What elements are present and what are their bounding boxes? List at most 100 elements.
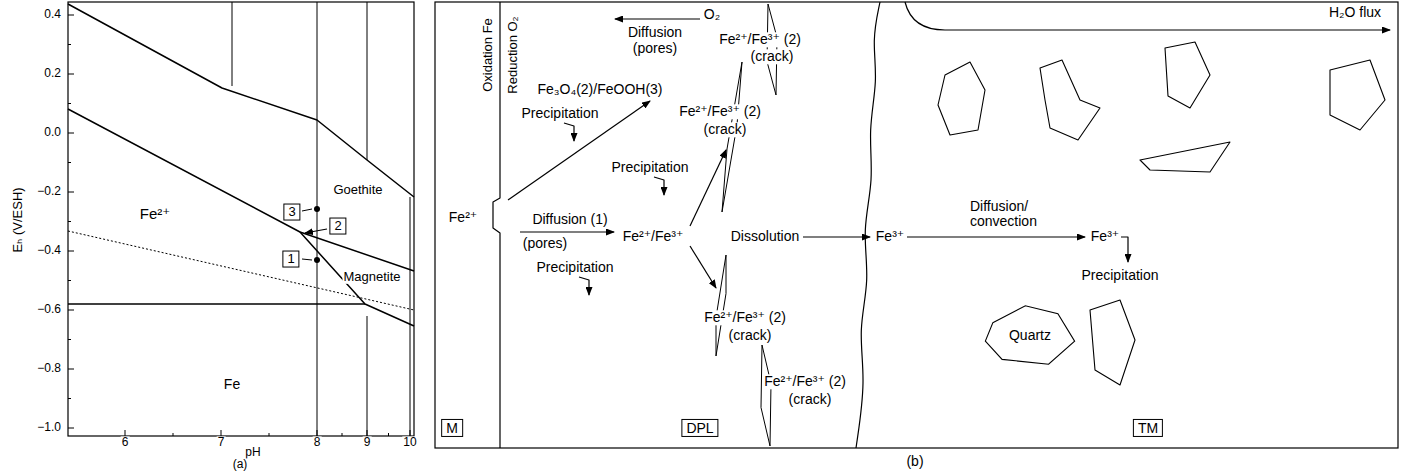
axis-tick-mark [342,433,343,436]
pointer-arrow [305,229,327,233]
species-label: Fe³⁺ [1090,229,1120,244]
species-label: Fe³⁺ [875,229,905,244]
flux-label: H₂O flux [1328,5,1382,20]
diffusion-arrow [615,18,700,19]
boundary-line [68,4,414,197]
process-label: Diffusion (1) [531,212,608,227]
boundary-line [232,2,233,86]
process-label: Precipitation [520,106,599,121]
layer-boundary [856,2,880,448]
species-label: O₂ [703,7,721,22]
axis-tick-mark [68,74,74,75]
crack-label: (crack) [750,49,795,64]
region-label: Goethite [332,183,383,197]
axis-tick-mark [221,430,222,436]
node-text: M [446,420,458,436]
zone-box: DPL [681,419,718,437]
panel-label: (a) [232,458,249,471]
boundary-line [68,303,365,305]
axis-tick-mark [68,339,71,340]
species-label: Fe²⁺/Fe³⁺ (2) [703,310,787,325]
axis-tick-mark [68,192,74,193]
process-arrow [690,246,716,288]
axis-tick-mark [68,133,74,134]
process-label: Precipitation [1080,268,1159,283]
state-point [314,206,320,212]
process-label: (pores) [522,236,568,251]
precipitation-arrow [1121,237,1128,262]
quartz-grain-node: Quartz [984,305,1077,366]
process-label: (pores) [632,41,678,56]
axis-tick-mark [388,433,389,436]
axis-tick-mark [68,162,71,163]
panel-frame [435,2,1398,448]
axis-tick-mark [68,15,74,16]
boundary-line [410,197,411,436]
species-label: Fe²⁺ [448,210,478,225]
crack-label: (crack) [788,392,833,407]
axis-tick-mark [68,251,74,252]
water-flux-arrow [905,2,1390,30]
precipitation-arrow [564,123,574,141]
process-arrow [690,150,726,226]
node-text: Quartz [1009,327,1051,343]
callout-box: 1 [282,251,299,268]
axis-tick-mark [68,44,71,45]
zone-box: M [441,419,463,437]
axis-tick-label: 9 [363,436,372,449]
process-label: Diffusion/ convection [969,199,1051,230]
callout-box: 2 [329,218,346,235]
transport-arrow [907,236,1085,237]
axis-tick-label: 0.0 [43,126,62,139]
panel-label: (b) [905,454,924,469]
node-text: 2 [334,219,341,234]
state-point [314,257,320,263]
node-text: 3 [288,205,295,220]
crack-label: (crack) [728,328,773,343]
process-label: Precipitation [535,260,614,275]
species-label: Fe²⁺/Fe³⁺ (2) [718,32,802,47]
region-label: Magnetite [342,270,401,284]
axis-tick-label: 0.2 [43,67,62,80]
crack-outline [716,255,726,356]
axis-tick-label: 7 [217,436,226,449]
quartz-grain [1040,60,1100,140]
species-label: Fe²⁺/Fe³⁺ [622,229,685,244]
process-label: Reduction O₂ [506,15,520,94]
axis-tick-mark [68,310,74,311]
axis-tick-label: 8 [313,436,322,449]
crack-outline [761,345,771,446]
axis-tick-label: −0.2 [36,185,62,198]
process-label: Oxidation Fe [481,17,495,93]
axis-tick-label: −0.8 [36,362,62,375]
quartz-grain [1090,300,1135,385]
water-line [68,231,414,310]
axis-tick-mark [125,430,126,436]
process-label: Precipitation [610,160,689,175]
dissolution-arrow [803,236,870,237]
axis-tick-mark [269,433,270,436]
quartz-outline [985,306,1074,365]
region-label: Fe²⁺ [139,206,171,223]
precipitation-arrow [654,177,664,195]
quartz-grain [938,62,985,135]
axis-tick-label: −0.4 [36,244,62,257]
node-text: TM [1138,420,1158,436]
leader-line [302,259,312,260]
process-label: Diffusion [627,25,683,40]
callout-box: 3 [283,204,300,221]
axis-tick-label: 10 [402,436,417,449]
axis-tick-label: 0.4 [43,8,62,21]
boundary-line [367,316,368,436]
axis-tick-label: 6 [121,436,130,449]
node-text: DPL [686,420,713,436]
process-label: Dissolution [730,229,800,244]
region-label: Fe [223,377,241,392]
crack-label: (crack) [703,122,748,137]
zone-box: TM [1133,419,1163,437]
axis-tick-mark [68,369,74,370]
plot-frame [68,2,414,436]
precipitation-arrow [579,277,589,295]
